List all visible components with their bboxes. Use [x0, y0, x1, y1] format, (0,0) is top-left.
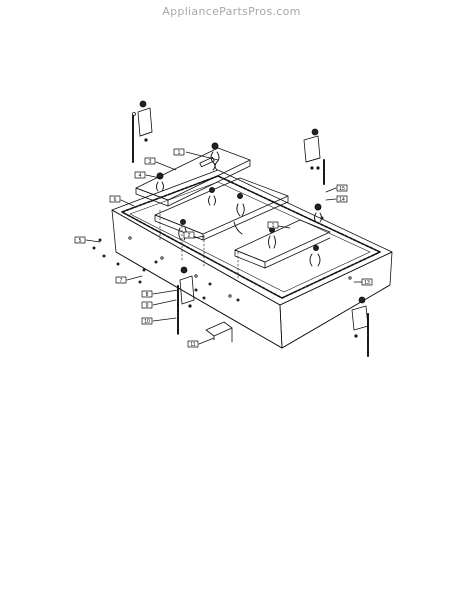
callout-11: 11 — [187, 337, 215, 348]
burner-bracket-upper — [135, 147, 251, 207]
svg-text:14: 14 — [339, 197, 345, 203]
burner-bracket-lower — [234, 219, 331, 269]
svg-text:7: 7 — [120, 278, 123, 284]
callout-1a: 1 — [173, 148, 219, 161]
site-watermark: AppliancePartsPros.com — [162, 5, 301, 18]
callout-labels: 1 3 4 6 5 2 1 7 8 9 10 11 15 14 13 — [74, 148, 373, 348]
hold-down-clamp-lower-right — [351, 296, 369, 357]
orifice-2 — [156, 172, 164, 192]
hold-down-clamp-upper-right — [303, 128, 325, 185]
orifice-5 — [268, 227, 276, 249]
svg-text:10: 10 — [144, 319, 150, 325]
callout-2: 2 — [183, 231, 205, 239]
svg-text:1: 1 — [178, 150, 181, 156]
svg-text:13: 13 — [364, 280, 370, 286]
orifice-3 — [208, 187, 216, 206]
svg-text:15: 15 — [339, 186, 345, 192]
hold-down-clamp-upper-left — [132, 100, 153, 163]
callout-3: 3 — [144, 157, 177, 171]
svg-text:4: 4 — [139, 173, 142, 179]
callout-1b: 1 — [267, 221, 291, 229]
burner-orifice-assemblies — [156, 142, 322, 267]
spacer-bracket — [205, 321, 233, 343]
mounting-screws — [92, 216, 324, 302]
guide-lines — [159, 209, 239, 281]
svg-text:11: 11 — [190, 342, 195, 348]
callout-10: 10 — [141, 317, 177, 325]
callout-8: 8 — [141, 289, 179, 298]
callout-9: 9 — [141, 299, 177, 309]
hold-down-clamp-lower-left — [177, 266, 195, 335]
svg-text:2: 2 — [188, 233, 191, 239]
callout-6: 6 — [109, 195, 135, 207]
svg-text:6: 6 — [114, 197, 117, 203]
cooktop-tray — [111, 169, 393, 349]
svg-text:1: 1 — [272, 223, 275, 229]
svg-text:8: 8 — [146, 292, 149, 298]
svg-text:5: 5 — [79, 238, 82, 244]
orifice-1 — [210, 142, 220, 171]
burner-bracket-middle — [154, 177, 289, 241]
orifice-4 — [233, 193, 245, 235]
orifice-6 — [309, 245, 321, 267]
orifice-7 — [314, 203, 322, 223]
callout-13: 13 — [353, 278, 373, 286]
callout-15: 15 — [325, 184, 348, 193]
svg-text:9: 9 — [146, 303, 149, 309]
callout-4: 4 — [134, 171, 161, 179]
callout-14: 14 — [325, 195, 348, 203]
callout-7: 7 — [115, 275, 143, 284]
svg-text:3: 3 — [149, 159, 152, 165]
callout-5: 5 — [74, 236, 101, 244]
